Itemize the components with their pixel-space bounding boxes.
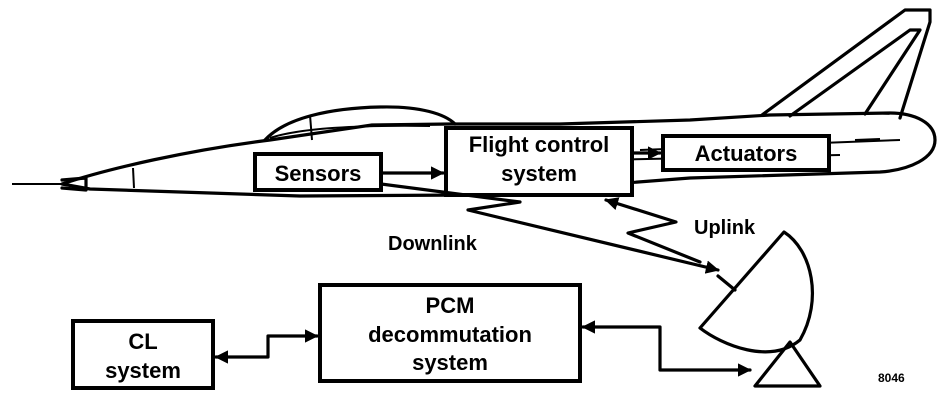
flight-control-system-box: Flight control system [444,126,634,197]
pcm-decommutation-box: PCM decommutation system [318,283,582,383]
fcs-label-line2: system [501,161,577,186]
cl-label-line1: CL [128,329,157,354]
downlink-label: Downlink [388,233,478,255]
pcm-antenna-arrow [581,320,752,377]
uplink-arrow [604,197,702,264]
pcm-label-line1: PCM [426,293,475,318]
pcm-label-line3: system [412,350,488,375]
cl-system-box: CL system [71,319,215,390]
pcm-label-line2: decommutation [368,322,532,347]
uplink-label: Uplink [694,217,756,239]
sensors-box: Sensors [253,152,383,192]
actuators-box: Actuators [661,134,831,172]
downlink-arrow [379,182,720,274]
fcs-label-line1: Flight control [469,132,610,157]
sensors-label: Sensors [275,161,362,186]
antenna-dish-icon [698,230,822,388]
figure-number: 8046 [878,371,905,385]
actuators-label: Actuators [695,141,798,166]
cl-pcm-arrow [214,329,319,364]
cl-label-line2: system [105,358,181,383]
